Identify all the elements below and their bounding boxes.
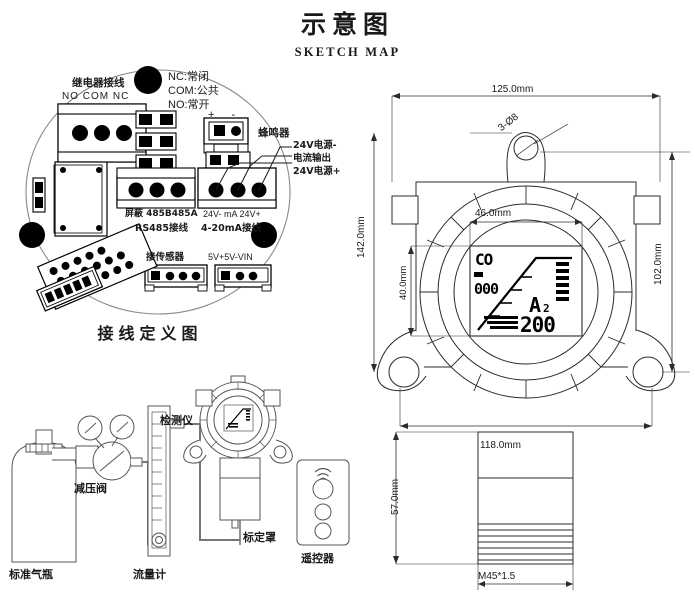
board-hole-top xyxy=(134,66,162,94)
relay-terminals-label: NO COM NC xyxy=(62,91,130,102)
current-loop-terminals-label: 24V- mA 24V+ xyxy=(203,209,261,219)
sensor-connector-label: 接传感器 xyxy=(146,252,185,263)
thread-lines xyxy=(478,523,573,561)
tube-flowmeter-to-hood xyxy=(184,423,240,541)
lcd-hatch-block xyxy=(484,316,518,329)
dimension-40 xyxy=(408,245,470,337)
legend-no: NO:常开 xyxy=(168,99,210,111)
technical-drawing xyxy=(371,93,690,590)
wiring-diagram-caption: 接线定义图 xyxy=(97,324,203,343)
detector-unit xyxy=(183,375,293,545)
power-lead-24v-negative: 24V电源- xyxy=(293,140,337,151)
dimension-label-body-height: 102.0mm xyxy=(653,243,664,285)
rs485-terminals-label: 屏蔽 485B485A xyxy=(125,209,198,219)
relay-wiring-label: 继电器接线 xyxy=(72,77,125,89)
dimension-label-thread-height: 57.0mm xyxy=(390,478,401,515)
current-loop-wiring-label: 4-20mA接线 xyxy=(201,223,262,234)
remote-control xyxy=(296,459,350,546)
jumper-blocks xyxy=(135,110,177,173)
dimension-57 xyxy=(393,431,478,565)
lcd-alarm-level: A xyxy=(529,293,542,317)
pressure-reducer xyxy=(75,414,143,481)
dimension-m45 xyxy=(477,564,574,590)
flow-meter xyxy=(147,405,185,557)
lcd-small-indicator xyxy=(474,272,483,277)
dimension-label-flange-width: 118.0mm xyxy=(480,440,521,451)
sensor-connector xyxy=(144,264,208,292)
dimension-label-height-total: 142.0mm xyxy=(356,216,367,258)
dimension-118 xyxy=(399,388,653,429)
page-title: 示意图 xyxy=(300,10,394,39)
left-side-lug xyxy=(391,195,419,225)
ring-scallops xyxy=(420,186,632,398)
buzzer-label: 蜂鸣器 xyxy=(258,127,290,139)
dimension-label-display-height: 40.0mm xyxy=(398,265,409,300)
buzzer-polarity-label: + - xyxy=(208,109,243,121)
dimension-102 xyxy=(669,152,675,372)
detector-label: 检测仪 xyxy=(160,414,193,427)
dimension-label-display-width: 46.0mm xyxy=(475,208,512,219)
flow-meter-label: 流量计 xyxy=(133,568,166,581)
dimension-label-width-total: 125.0mm xyxy=(491,84,534,95)
gas-cylinder xyxy=(11,429,79,563)
lcd-reading: 200 xyxy=(520,313,556,337)
calibration-hood xyxy=(219,457,261,521)
board-hole-right xyxy=(251,222,277,248)
legend-com: COM:公共 xyxy=(168,85,219,97)
buzzer-connector xyxy=(203,117,251,169)
gas-cylinder-label: 标准气瓶 xyxy=(9,568,53,581)
rs485-wiring-label: RS485接线 xyxy=(135,223,188,234)
mounting-feet xyxy=(376,329,690,392)
dimension-142 xyxy=(371,133,377,372)
page-subtitle: SKETCH MAP xyxy=(294,45,401,59)
board-hole-left xyxy=(19,222,45,248)
pressure-reducer-label: 减压阀 xyxy=(74,482,107,495)
lcd-alarm-index: 2 xyxy=(543,302,550,315)
calibration-hood-label: 标定罩 xyxy=(243,531,276,544)
power-lead-current-output: 电流输出 xyxy=(293,153,332,164)
lcd-gas-type: CO xyxy=(475,250,493,269)
power-lead-24v-positive: 24V电源+ xyxy=(293,166,341,177)
relay-body xyxy=(54,161,108,237)
dip-switch-strip xyxy=(35,265,104,312)
lcd-bargraph xyxy=(556,262,569,301)
sensor-barrel xyxy=(477,431,574,565)
calibration-setup xyxy=(11,375,350,563)
dimension-label-thread-spec: M45*1.5 xyxy=(478,571,516,582)
legend-nc: NC:常闭 xyxy=(168,71,209,83)
lcd-value-small: 000 xyxy=(474,280,499,298)
power-lead-lines xyxy=(215,146,292,191)
dimension-125 xyxy=(391,93,661,182)
dimension-46 xyxy=(469,219,583,246)
right-side-lug xyxy=(633,195,661,225)
sensor-power-label: 5V+5V-VIN xyxy=(208,252,253,262)
hanger-lug xyxy=(470,123,690,183)
sensor-power-connector xyxy=(214,264,272,292)
remote-control-label: 遥控器 xyxy=(301,552,334,565)
